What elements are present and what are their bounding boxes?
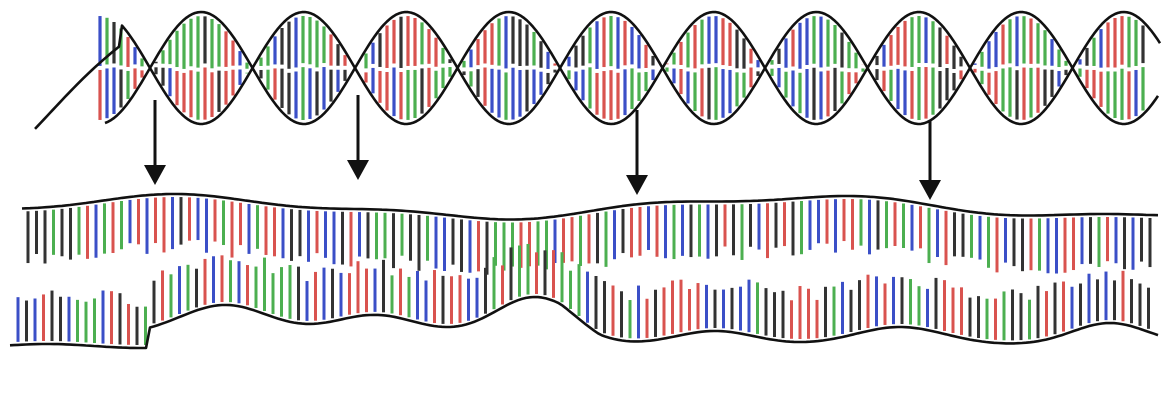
- top-single-strand-bases: [28, 197, 1150, 275]
- down-arrow-icon: [144, 165, 166, 185]
- double-helix-base-pairs: [100, 16, 1143, 120]
- down-arrow-icon: [347, 160, 369, 180]
- down-arrow-icon: [626, 175, 648, 195]
- down-arrow-icon: [919, 180, 941, 200]
